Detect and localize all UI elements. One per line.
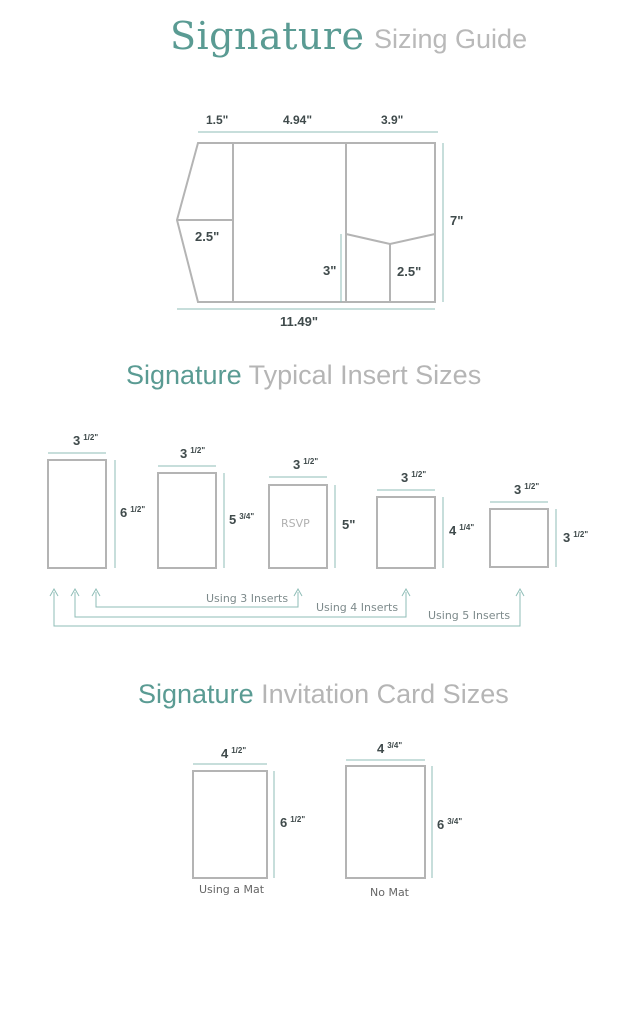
arrowhead [401, 587, 411, 597]
insert-sizes-title: Signature Typical Insert Sizes [126, 360, 481, 391]
dim-height: 7" [450, 213, 463, 228]
insert-title-rest: Typical Insert Sizes [241, 360, 482, 390]
bracket-4-inserts [74, 592, 407, 618]
dim-pocket-width: 2.5" [397, 264, 421, 279]
pocket-diagram: 1.5" 4.94" 3.9" 7" 2.5" 3" 2.5" 11.49" [175, 113, 463, 329]
header: Signature Sizing Guide [0, 0, 637, 80]
dim-total-width: 11.49" [280, 314, 318, 329]
insert-2-outline [157, 472, 217, 569]
brand-title: Signature [170, 14, 365, 58]
insert-5-outline [489, 508, 549, 568]
bracket-3-inserts [95, 592, 299, 608]
invitation-nomat-outline [345, 765, 426, 879]
rsvp-label: RSVP [281, 517, 310, 530]
dim-flap: 2.5" [195, 229, 219, 244]
arrowhead [70, 587, 80, 597]
insert-4-outline [376, 496, 436, 569]
invitation-title-brand: Signature [138, 679, 254, 709]
pocket-opening [345, 233, 436, 246]
dim-center-width: 4.94" [283, 113, 312, 127]
usage-brackets [49, 587, 525, 627]
caption-no-mat: No Mat [370, 886, 410, 899]
insert-title-brand: Signature [126, 360, 242, 390]
arrowhead [49, 587, 59, 597]
page-subtitle: Sizing Guide [374, 24, 528, 54]
insert-1-outline [47, 459, 107, 569]
arrowhead [293, 587, 303, 597]
insert-3-outline [268, 484, 328, 569]
dim-pocket-height: 3" [323, 263, 336, 278]
pocket-outline [175, 142, 436, 303]
invitation-sizes-title: Signature Invitation Card Sizes [138, 679, 509, 710]
arrowhead [91, 587, 101, 597]
dim-pocket-panel-width: 3.9" [381, 113, 403, 127]
arrowhead [515, 587, 525, 597]
caption-using-mat: Using a Mat [199, 883, 265, 896]
insert-3-height: 5" [342, 517, 355, 532]
dim-flap-width: 1.5" [206, 113, 228, 127]
usage-4-inserts: Using 4 Inserts [316, 601, 398, 614]
usage-3-inserts: Using 3 Inserts [206, 592, 288, 605]
invitation-title-rest: Invitation Card Sizes [253, 679, 509, 709]
bracket-5-inserts [53, 592, 521, 627]
invitation-mat-outline [192, 770, 268, 879]
usage-5-inserts: Using 5 Inserts [428, 609, 510, 622]
